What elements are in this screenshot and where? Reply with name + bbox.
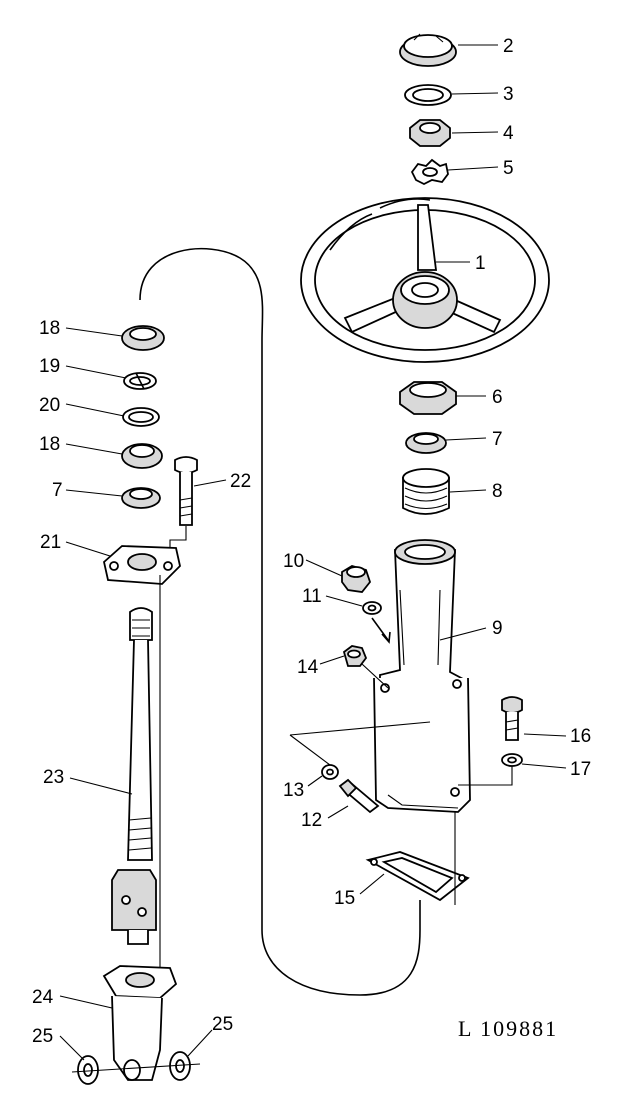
callout-8: 8 xyxy=(492,481,503,502)
leader-13-12-fan xyxy=(289,721,431,766)
drawing-reference-number: L 109881 xyxy=(458,1016,558,1041)
callout-5: 5 xyxy=(503,158,514,179)
part-15-gasket xyxy=(365,851,470,902)
callout-17: 17 xyxy=(570,759,591,780)
part-2-cap xyxy=(399,33,457,67)
part-22-bolt xyxy=(174,456,198,526)
leader-lines xyxy=(59,44,567,1061)
callout-20: 20 xyxy=(39,395,60,416)
callout-15: 15 xyxy=(334,888,355,909)
part-3-ring xyxy=(404,84,452,106)
leader-17-to-housing xyxy=(458,766,513,786)
callout-6: 6 xyxy=(492,387,503,408)
leader-22-to-flange xyxy=(169,526,187,550)
part-1-steering-wheel xyxy=(300,197,550,363)
leader-14-to-housing xyxy=(361,663,389,689)
callout-19: 19 xyxy=(39,356,60,377)
washer-axis-line xyxy=(71,1063,201,1073)
callout-9: 9 xyxy=(492,618,503,639)
callout-24: 24 xyxy=(32,987,54,1008)
part-16-bolt xyxy=(501,696,523,741)
part-25-washer-left xyxy=(77,1055,99,1085)
part-24-lower-housing xyxy=(102,965,178,1081)
callout-1: 1 xyxy=(475,253,486,274)
callout-2: 2 xyxy=(503,36,514,57)
callout-12: 12 xyxy=(301,810,322,831)
callout-10: 10 xyxy=(283,551,304,572)
part-17-washer xyxy=(501,753,523,767)
part-9-column-housing xyxy=(373,539,471,813)
callout-18-top: 18 xyxy=(39,318,60,339)
part-19-split-ring xyxy=(123,372,157,390)
part-5-lock-washer xyxy=(410,158,449,186)
callout-14: 14 xyxy=(297,657,319,678)
callout-7-right: 7 xyxy=(492,429,503,450)
callout-25-right: 25 xyxy=(212,1014,233,1035)
callout-16: 16 xyxy=(570,726,591,747)
part-6-large-nut xyxy=(399,381,457,415)
part-21-flange xyxy=(103,545,181,585)
callout-21: 21 xyxy=(40,532,61,553)
part-8-threaded-bushing xyxy=(402,468,450,515)
part-18-bearing-top xyxy=(121,325,165,351)
part-23-steering-shaft xyxy=(111,607,157,945)
callout-7-left: 7 xyxy=(52,480,63,501)
part-12-bolt xyxy=(338,778,380,814)
callout-4: 4 xyxy=(503,123,514,144)
part-4-nut xyxy=(409,119,451,147)
part-7-bearing-right xyxy=(405,432,447,454)
callout-13: 13 xyxy=(283,780,304,801)
callout-25-left: 25 xyxy=(32,1026,53,1047)
callout-11: 11 xyxy=(302,586,322,607)
part-13-washer xyxy=(321,764,339,780)
callout-18-bottom: 18 xyxy=(39,434,60,455)
part-20-ring xyxy=(122,407,160,427)
part-11-washer xyxy=(362,601,382,615)
part-14-nut xyxy=(342,645,368,667)
arrowhead-11 xyxy=(381,631,391,644)
assembly-connector-line xyxy=(139,247,421,996)
part-18-bearing-bottom xyxy=(121,443,163,469)
arrow-11-to-housing xyxy=(371,617,389,641)
callout-22: 22 xyxy=(230,471,251,492)
callout-3: 3 xyxy=(503,84,514,105)
callout-23: 23 xyxy=(43,767,64,788)
part-7-bearing-left xyxy=(121,487,161,509)
part-10-cap-nut xyxy=(341,565,372,593)
